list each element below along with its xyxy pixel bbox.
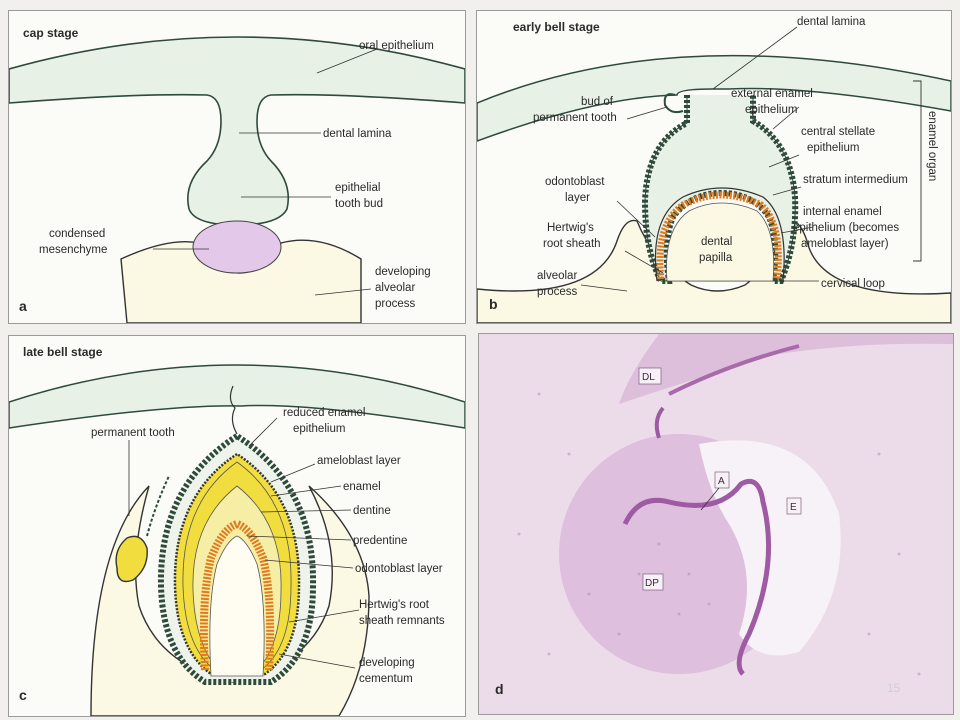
- label-oral-epithelium: oral epithelium: [359, 40, 434, 52]
- panel-letter: c: [19, 687, 27, 703]
- label-papilla-2: papilla: [699, 252, 733, 264]
- alveolar-process: [477, 219, 951, 323]
- label-cementum-1: developing: [359, 657, 415, 669]
- early-bell-stage-diagram: early bell stage dental lamina bud of pe…: [477, 16, 951, 323]
- panel-b-early-bell-stage: early bell stage dental lamina bud of pe…: [476, 10, 952, 324]
- odontoblast-layer: [656, 191, 782, 280]
- title: early bell stage: [513, 20, 600, 34]
- oral-epithelium: [9, 364, 465, 429]
- label-enamel-organ: enamel organ: [926, 111, 938, 181]
- label-alveolar-1: alveolar: [537, 270, 577, 282]
- label-odontoblast: odontoblast layer: [355, 563, 443, 575]
- label-mesenchyme-2: mesenchyme: [39, 244, 107, 256]
- label-hertwig-1: Hertwig's root: [359, 599, 430, 611]
- title: cap stage: [23, 26, 79, 40]
- label-predentine: predentine: [353, 535, 407, 547]
- late-bell-stage-diagram: late bell stage permanent tooth reduced …: [9, 345, 465, 716]
- label-enamel: enamel: [343, 481, 381, 493]
- label-e: E: [790, 502, 797, 513]
- panel-c-late-bell-stage: late bell stage permanent tooth reduced …: [8, 335, 466, 717]
- label-alveolar-1: developing: [375, 266, 431, 278]
- label-mesenchyme-1: condensed: [49, 228, 105, 240]
- panel-letter: b: [489, 296, 498, 312]
- label-internal-1: internal enamel: [803, 206, 882, 218]
- label-dp: DP: [645, 578, 659, 589]
- label-external-1: external enamel: [731, 88, 813, 100]
- label-papilla-1: dental: [701, 236, 732, 248]
- label-tooth-bud-2: tooth bud: [335, 198, 383, 210]
- label-alveolar-3: process: [375, 298, 416, 310]
- permanent-tooth: [115, 535, 148, 583]
- odontoblast-layer: [199, 519, 275, 671]
- label-reduced-2: epithelium: [293, 423, 345, 435]
- label-odontoblast-1: odontoblast: [545, 176, 605, 188]
- label-odontoblast-2: layer: [565, 192, 590, 204]
- panel-d-histology: DL A E DP d 15: [478, 333, 954, 715]
- label-alveolar-2: process: [537, 286, 578, 298]
- label-hertwig-2: sheath remnants: [359, 615, 445, 627]
- histology-micrograph: DL A E DP d 15: [479, 334, 953, 714]
- label-stellate-1: central stellate: [801, 126, 875, 138]
- label-dentine: dentine: [353, 505, 391, 517]
- label-internal-2: epithelium (becomes: [793, 222, 899, 234]
- label-hertwig-1: Hertwig's: [547, 222, 594, 234]
- label-tooth-bud-1: epithelial: [335, 182, 380, 194]
- title: late bell stage: [23, 345, 103, 359]
- label-permanent-bud-1: bud of: [581, 96, 614, 108]
- label-dental-lamina: dental lamina: [323, 128, 392, 140]
- label-internal-3: ameloblast layer): [801, 238, 889, 250]
- label-permanent: permanent tooth: [91, 427, 175, 439]
- cap-stage-diagram: cap stage oral epithelium dental lamina …: [9, 26, 465, 323]
- condensed-mesenchyme: [192, 220, 282, 274]
- inner-enamel-epithelium: [622, 478, 772, 676]
- label-hertwig-2: root sheath: [543, 238, 601, 250]
- label-stellate-2: epithelium: [807, 142, 859, 154]
- label-dl: DL: [642, 372, 655, 383]
- label-reduced-1: reduced enamel: [283, 407, 365, 419]
- label-cementum-2: cementum: [359, 673, 413, 685]
- label-dental-lamina: dental lamina: [797, 16, 866, 28]
- label-ameloblast: ameloblast layer: [317, 455, 401, 467]
- dental-papilla: [666, 202, 774, 282]
- panel-letter: a: [19, 298, 27, 314]
- permanent-tooth-bud: [663, 93, 684, 114]
- oral-epithelium: [9, 36, 465, 226]
- label-permanent-bud-2: permanent tooth: [533, 112, 617, 124]
- label-stratum: stratum intermedium: [803, 174, 908, 186]
- label-a: A: [718, 476, 725, 487]
- page-number: 15: [887, 681, 901, 695]
- label-alveolar-2: alveolar: [375, 282, 415, 294]
- label-cervical: cervical loop: [821, 278, 885, 290]
- panel-a-cap-stage: cap stage oral epithelium dental lamina …: [8, 10, 466, 324]
- oral-epithelium: [477, 54, 951, 142]
- panel-letter: d: [495, 681, 504, 697]
- label-external-2: epithelium: [745, 104, 797, 116]
